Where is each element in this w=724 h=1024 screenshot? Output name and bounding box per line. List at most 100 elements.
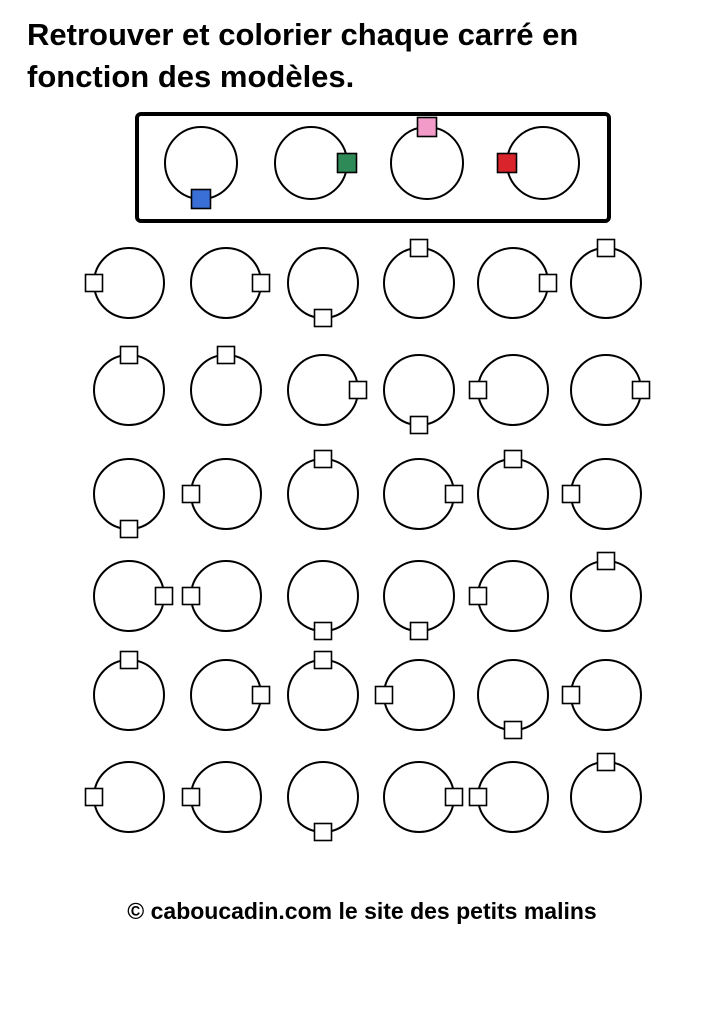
grid-item-r3-c6[interactable] [561,458,642,530]
grid-item-r4-c3[interactable] [287,560,359,641]
square-left[interactable] [468,787,488,807]
grid-item-r1-c1[interactable] [84,247,165,319]
grid-item-r5-c1[interactable] [93,650,165,731]
models-box [135,112,611,223]
circle-shape [287,458,359,530]
grid-item-r2-c1[interactable] [93,345,165,426]
square-right[interactable] [251,273,271,293]
square-top[interactable] [596,238,616,258]
grid-item-r5-c2[interactable] [190,659,271,731]
grid-item-r4-c4[interactable] [383,560,455,641]
circle-shape [477,761,549,833]
grid-item-r2-c5[interactable] [468,354,549,426]
grid-item-r6-c1[interactable] [84,761,165,833]
square-bottom[interactable] [119,519,139,539]
grid-item-r6-c3[interactable] [287,761,359,842]
grid-item-r3-c5[interactable] [477,449,549,530]
square-left[interactable] [181,484,201,504]
square-top[interactable] [313,650,333,670]
square-bottom[interactable] [409,621,429,641]
model-green[interactable] [274,126,358,200]
grid-item-r3-c1[interactable] [93,458,165,539]
grid-item-r4-c5[interactable] [468,560,549,632]
square-right[interactable] [631,380,651,400]
square-bottom[interactable] [313,822,333,842]
grid-item-r5-c6[interactable] [561,659,642,731]
square-top[interactable] [313,449,333,469]
grid-item-r6-c4[interactable] [383,761,464,833]
square-top[interactable] [596,551,616,571]
grid-item-r3-c3[interactable] [287,449,359,530]
circle-shape [383,247,455,319]
square-right[interactable] [444,484,464,504]
square-right[interactable] [154,586,174,606]
model-red[interactable] [496,126,580,200]
square-top[interactable] [119,345,139,365]
square-bottom[interactable] [503,720,523,740]
square-right[interactable] [444,787,464,807]
square-left[interactable] [561,685,581,705]
grid-item-r4-c1[interactable] [93,560,174,632]
circle-shape [287,761,359,833]
square-left[interactable] [468,586,488,606]
grid-item-r2-c4[interactable] [383,354,455,435]
grid-item-r2-c3[interactable] [287,354,368,426]
grid-item-r1-c3[interactable] [287,247,359,328]
grid-item-r5-c3[interactable] [287,650,359,731]
page-title: Retrouver et colorier chaque carré en fo… [27,17,579,94]
circle-shape [93,458,165,530]
square-right[interactable] [538,273,558,293]
grid-item-r3-c2[interactable] [181,458,262,530]
square-left[interactable] [84,273,104,293]
grid-item-r6-c6[interactable] [570,752,642,833]
model-blue[interactable] [164,126,238,210]
grid-item-r6-c2[interactable] [181,761,262,833]
square-bottom[interactable] [313,308,333,328]
square-right[interactable] [251,685,271,705]
circle-shape [570,659,642,731]
grid-item-r1-c2[interactable] [190,247,271,319]
square-top[interactable] [216,345,236,365]
square-left[interactable] [181,586,201,606]
circle-shape [506,126,580,200]
grid-item-r2-c6[interactable] [570,354,651,426]
square-left[interactable] [561,484,581,504]
circle-shape [190,247,262,319]
circle-shape [190,761,262,833]
grid-item-r5-c5[interactable] [477,659,549,740]
grid-item-r1-c5[interactable] [477,247,558,319]
square-left[interactable] [468,380,488,400]
circle-shape [190,560,262,632]
square-left[interactable] [181,787,201,807]
circle-shape [287,659,359,731]
footer-copyright: © caboucadin.com le site des petits mali… [127,898,597,924]
square-right[interactable] [348,380,368,400]
circle-shape [93,247,165,319]
grid-item-r2-c2[interactable] [190,345,262,426]
grid-item-r6-c5[interactable] [468,761,549,833]
circle-shape [383,458,455,530]
circle-shape [570,761,642,833]
square-left[interactable] [374,685,394,705]
square-top[interactable] [119,650,139,670]
square-left[interactable] [84,787,104,807]
circle-shape [477,247,549,319]
circle-shape [477,560,549,632]
grid-item-r1-c6[interactable] [570,238,642,319]
square-top[interactable] [503,449,523,469]
model-pink[interactable] [390,116,464,200]
square-top[interactable] [409,238,429,258]
square-bottom[interactable] [409,415,429,435]
circle-shape [477,659,549,731]
circle-shape [477,458,549,530]
grid-item-r5-c4[interactable] [374,659,455,731]
grid-item-r4-c2[interactable] [181,560,262,632]
square-top[interactable] [596,752,616,772]
grid-item-r3-c4[interactable] [383,458,464,530]
circle-shape [93,761,165,833]
circle-shape [190,458,262,530]
grid-item-r4-c6[interactable] [570,551,642,632]
square-bottom[interactable] [313,621,333,641]
grid-item-r1-c4[interactable] [383,238,455,319]
